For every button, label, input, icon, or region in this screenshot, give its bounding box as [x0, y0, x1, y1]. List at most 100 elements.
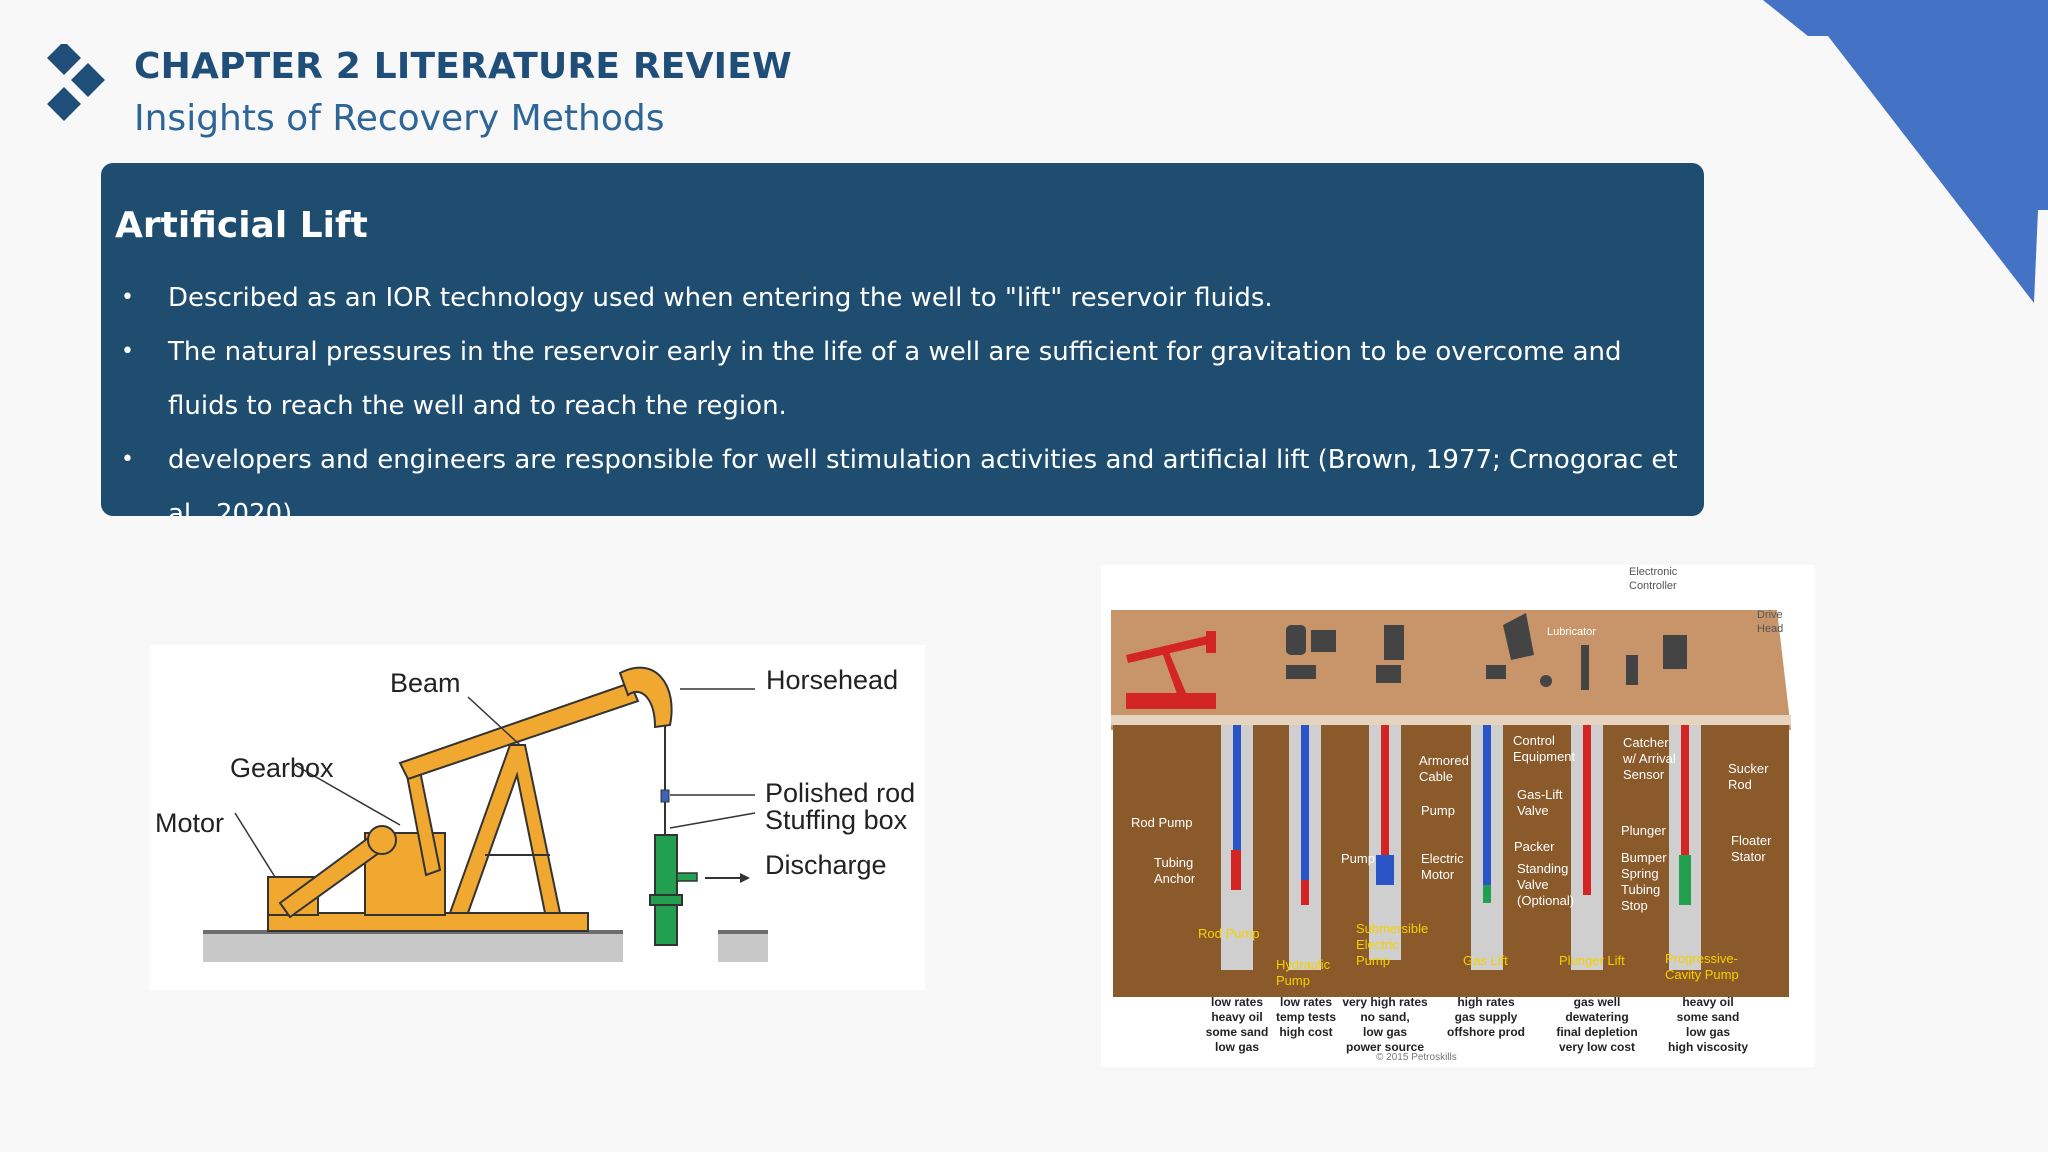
corner-decoration	[1708, 0, 2048, 303]
label-cable: Cable	[1419, 769, 1453, 784]
panel-heading: Artificial Lift	[115, 205, 368, 246]
label-tubing-stop: Tubing	[1621, 882, 1660, 897]
note: gas supply	[1455, 1010, 1518, 1024]
label-horsehead: Horsehead	[766, 665, 898, 695]
label-pump-hydraulic: Pump	[1341, 851, 1375, 866]
copyright-text: © 2015 Petroskills	[1376, 1052, 1457, 1063]
label-stuffing-box: Stuffing box	[765, 805, 908, 835]
note: dewatering	[1565, 1010, 1628, 1024]
label-armored: Armored	[1419, 753, 1469, 768]
method-hydraulic: Hydraulic	[1276, 957, 1331, 972]
note: heavy oil	[1682, 995, 1733, 1009]
bullet-text: Described as an IOR technology used when…	[168, 283, 1273, 313]
method-esp-pump: Pump	[1356, 953, 1390, 968]
pumpjack-diagram: Beam Horsehead Gearbox Motor Polished ro…	[150, 645, 925, 990]
note: low gas	[1215, 1040, 1259, 1054]
note: low rates	[1280, 995, 1332, 1009]
label-sensor: Sensor	[1623, 767, 1665, 782]
note: some sand	[1206, 1025, 1269, 1039]
note: very low cost	[1559, 1040, 1635, 1054]
label-arrival: w/ Arrival	[1622, 751, 1676, 766]
pumpjack-illustration: Beam Horsehead Gearbox Motor Polished ro…	[155, 665, 915, 962]
label-rod-pump-component: Rod Pump	[1131, 815, 1192, 830]
method-plunger-lift: Plunger Lift	[1559, 953, 1625, 968]
label-floater: Floater	[1731, 833, 1772, 848]
note: low rates	[1211, 995, 1263, 1009]
label-standing-valve: Valve	[1517, 877, 1549, 892]
label-gas-lift: Gas-Lift	[1517, 787, 1563, 802]
label-bumper: Bumper	[1621, 850, 1667, 865]
method-hydraulic-pump: Pump	[1276, 973, 1310, 988]
note: no sand,	[1360, 1010, 1409, 1024]
red-pumpjack-icon	[1126, 631, 1216, 709]
label-gearbox: Gearbox	[230, 753, 334, 783]
note: high viscosity	[1668, 1040, 1748, 1054]
label-spring: Spring	[1621, 866, 1659, 881]
lift-methods-diagram: Electronic Controller Drive Head Lubrica…	[1101, 565, 1815, 1067]
wells	[1221, 725, 1701, 970]
label-tubing: Tubing	[1154, 855, 1193, 870]
note: low gas	[1363, 1025, 1407, 1039]
note: high cost	[1279, 1025, 1332, 1039]
ground-slab-right	[718, 930, 768, 962]
label-controller: Controller	[1629, 580, 1677, 592]
label-discharge: Discharge	[765, 850, 887, 880]
label-drive: Drive	[1757, 609, 1783, 621]
label-plunger: Plunger	[1621, 823, 1666, 838]
bullet-item: • Described as an IOR technology used wh…	[115, 271, 1695, 325]
bullet-dot-icon: •	[121, 447, 134, 472]
bullet-list: • Described as an IOR technology used wh…	[115, 271, 1695, 516]
surface-layer	[1111, 610, 1791, 730]
bullet-item: • The natural pressures in the reservoir…	[115, 325, 1695, 433]
method-progressive: Progressive-	[1665, 951, 1738, 966]
wellhead	[654, 834, 678, 946]
note: gas well	[1574, 995, 1621, 1009]
method-rod-pump: Rod Pump	[1198, 926, 1259, 941]
label-catcher: Catcher	[1623, 735, 1669, 750]
label-stator: Stator	[1731, 849, 1766, 864]
note: very high rates	[1342, 995, 1428, 1009]
section-subtitle: Insights of Recovery Methods	[134, 98, 665, 139]
label-control: Control	[1513, 733, 1555, 748]
lift-methods-illustration: Electronic Controller Drive Head Lubrica…	[1111, 566, 1791, 1063]
label-electronic: Electronic	[1629, 566, 1678, 578]
bullet-dot-icon: •	[121, 285, 134, 310]
method-submersible: Submersible	[1356, 921, 1428, 936]
surface-equipment	[1286, 613, 1687, 690]
label-packer: Packer	[1514, 839, 1555, 854]
label-standing: Standing	[1517, 861, 1568, 876]
walking-beam	[398, 681, 640, 781]
label-sucker: Sucker	[1728, 761, 1769, 776]
label-polished-rod: Polished rod	[765, 778, 915, 808]
label-electric: Electric	[1421, 851, 1464, 866]
label-pump-esp: Pump	[1421, 803, 1455, 818]
horsehead	[618, 666, 673, 729]
bullet-item: • developers and engineers are responsib…	[115, 433, 1695, 516]
method-gas-lift: Gas Lift	[1463, 953, 1508, 968]
label-valve: Valve	[1517, 803, 1549, 818]
label-beam: Beam	[390, 668, 461, 698]
bullet-text: developers and engineers are responsible…	[168, 445, 1678, 516]
label-equipment: Equipment	[1513, 749, 1576, 764]
label-optional: (Optional)	[1517, 893, 1574, 908]
note: some sand	[1677, 1010, 1740, 1024]
ground-slab	[203, 930, 623, 962]
method-electric: Electric	[1356, 937, 1399, 952]
note: final depletion	[1556, 1025, 1637, 1039]
label-stop: Stop	[1621, 898, 1648, 913]
note: high rates	[1457, 995, 1515, 1009]
bullet-text: The natural pressures in the reservoir e…	[168, 337, 1622, 421]
artificial-lift-panel: Artificial Lift • Described as an IOR te…	[101, 163, 1704, 516]
note: heavy oil	[1211, 1010, 1262, 1024]
label-motor: Motor	[155, 808, 224, 838]
label-head: Head	[1757, 623, 1783, 635]
label-rod: Rod	[1728, 777, 1752, 792]
note: offshore prod	[1447, 1025, 1525, 1039]
note: power source	[1346, 1040, 1424, 1054]
method-cavity-pump: Cavity Pump	[1665, 967, 1739, 982]
label-anchor: Anchor	[1154, 871, 1196, 886]
label-motor: Motor	[1421, 867, 1455, 882]
diamond-logo-icon	[47, 44, 105, 121]
note: temp tests	[1276, 1010, 1336, 1024]
